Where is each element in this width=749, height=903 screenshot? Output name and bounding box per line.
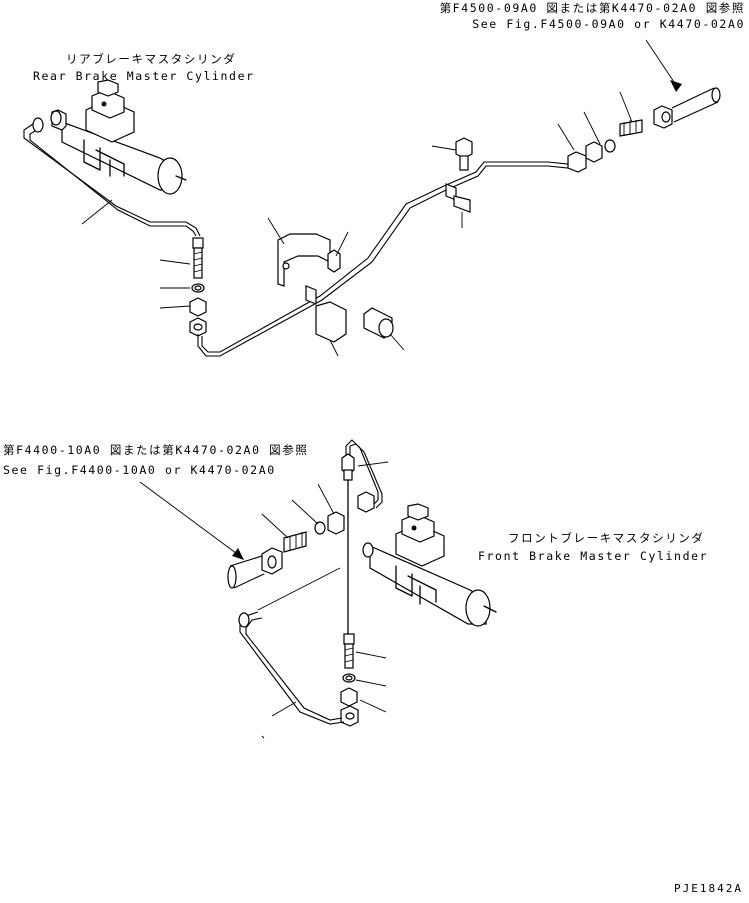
rear-cylinder-label-english: Rear Brake Master Cylinder bbox=[33, 69, 255, 83]
upper-clamp bbox=[431, 137, 473, 228]
reference-top-japanese: 第F4500-09A0 図または第K4470-02A0 図参照 bbox=[439, 1, 745, 15]
upper-right-fittings bbox=[557, 39, 721, 173]
front-cylinder-label-english: Front Brake Master Cylinder bbox=[478, 549, 709, 563]
front-brake-tube bbox=[238, 567, 345, 725]
front-vertical-pipe bbox=[340, 439, 389, 727]
rear-fitting-stack bbox=[81, 199, 207, 337]
rear-master-cylinder bbox=[50, 79, 187, 195]
reference-top-english: See Fig.F4500-09A0 or K4470-02A0 bbox=[472, 17, 745, 31]
front-left-fittings bbox=[139, 481, 345, 589]
rear-brake-tube bbox=[23, 117, 201, 237]
front-cylinder-label-japanese: フロントブレーキマスタシリンダ bbox=[508, 531, 705, 545]
reference-mid-english: See Fig.F4400-10A0 or K4470-02A0 bbox=[3, 463, 276, 477]
mid-bracket bbox=[267, 217, 349, 287]
mid-clamp bbox=[305, 285, 347, 357]
reference-mid-japanese: 第F4400-10A0 図または第K4470-02A0 図参照 bbox=[3, 443, 309, 457]
front-master-cylinder bbox=[362, 503, 497, 627]
figure-number: PJE1842A bbox=[674, 882, 743, 895]
main-tube bbox=[197, 159, 577, 357]
mid-bolt bbox=[363, 307, 405, 351]
rear-cylinder-label-japanese: リアブレーキマスタシリンダ bbox=[66, 52, 237, 66]
stray-mark bbox=[261, 735, 265, 739]
